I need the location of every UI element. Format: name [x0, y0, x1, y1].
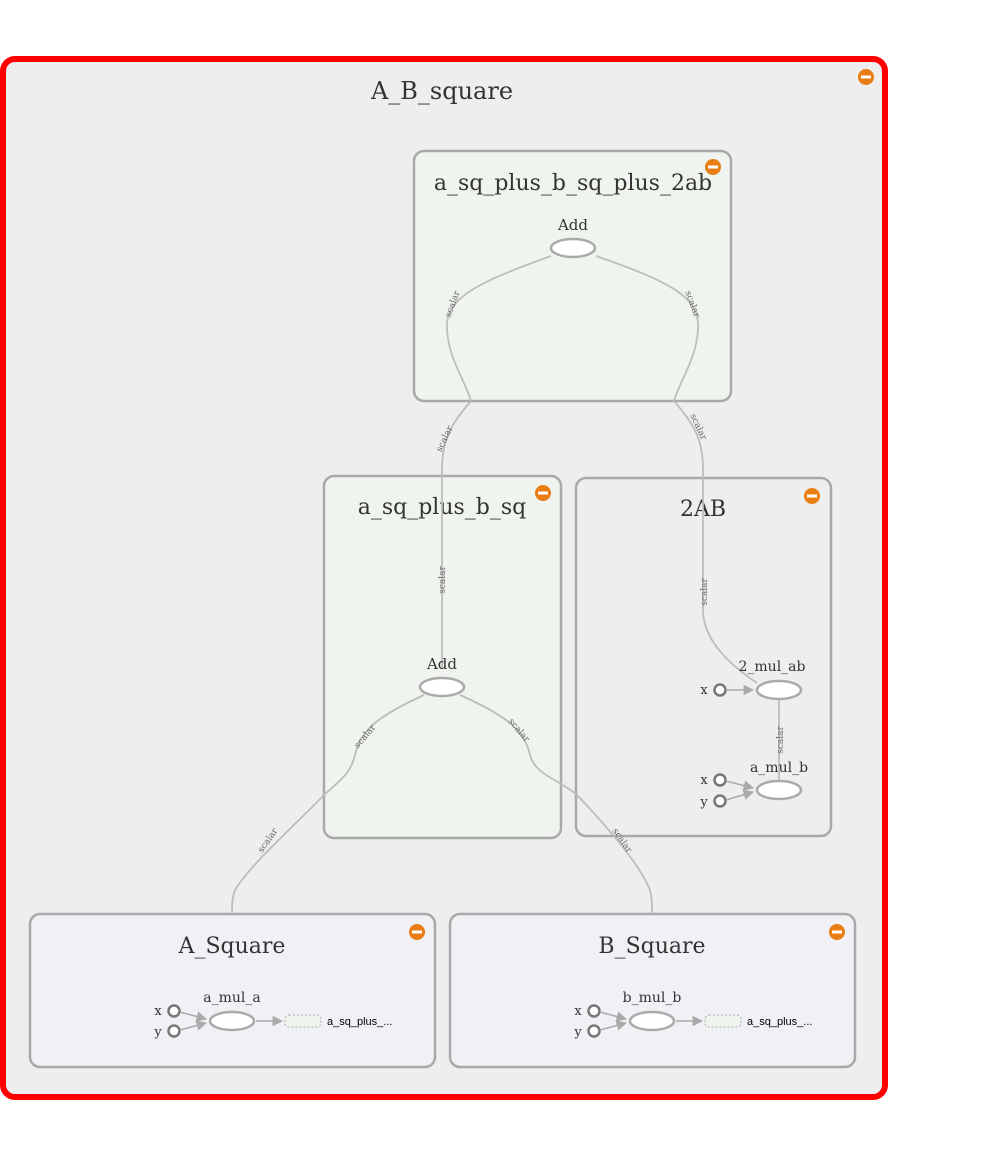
input-edge: [599, 1020, 628, 1031]
input-label-x: x: [154, 1004, 162, 1019]
op-node-b-mul-b[interactable]: [628, 1010, 676, 1032]
output-proxy-label: a_sq_plus_...: [747, 1016, 812, 1028]
op-node-2-mul-ab[interactable]: [755, 679, 803, 701]
op-node-add-top[interactable]: [549, 237, 597, 259]
input-port-x[interactable]: [713, 683, 727, 697]
op-label-a-mul-a: a_mul_a: [203, 990, 260, 1006]
input-edge: [179, 1020, 208, 1031]
input-port-x[interactable]: [713, 773, 727, 787]
edge-mid-to-a-square: [231, 794, 325, 915]
edge-label-scalar: scalar: [700, 578, 710, 606]
group-title-a-b-square: A_B_square: [370, 77, 513, 105]
group-title-b-square: B_Square: [598, 934, 705, 959]
input-label-y: y: [573, 1025, 582, 1040]
group-title-a-sq-plus-b-sq-plus-2ab: a_sq_plus_b_sq_plus_2ab: [434, 171, 712, 196]
input-label-x: x: [700, 683, 708, 698]
output-proxy-label: a_sq_plus_...: [327, 1016, 392, 1028]
edge-mid-add-right: [459, 694, 578, 796]
input-port-x[interactable]: [167, 1004, 181, 1018]
input-edge: [725, 780, 755, 791]
input-port-y[interactable]: [167, 1024, 181, 1038]
input-label-y: y: [153, 1025, 162, 1040]
collapse-icon[interactable]: [705, 159, 721, 175]
op-label-add-mid: Add: [426, 655, 457, 673]
input-edge: [599, 1011, 628, 1022]
input-label-x: x: [700, 773, 708, 788]
input-edge: [179, 1011, 208, 1022]
group-title-a-square: A_Square: [178, 934, 286, 959]
edge-top-add-right: [595, 255, 699, 402]
edge-top-to-mid-left: [441, 400, 472, 668]
edge-top-to-2-mul-ab: [673, 400, 758, 684]
collapse-icon[interactable]: [829, 924, 845, 940]
input-label-y: y: [699, 795, 708, 810]
edge-mid-to-b-square: [576, 794, 653, 915]
edge-mid-add-left: [323, 694, 425, 796]
input-port-x[interactable]: [587, 1004, 601, 1018]
edge-label-scalar: scalar: [438, 566, 448, 594]
edge-label-scalar: scalar: [776, 726, 786, 754]
input-port-y[interactable]: [713, 794, 727, 808]
edge-top-add-left: [446, 255, 552, 402]
collapse-icon[interactable]: [804, 488, 820, 504]
op-label-b-mul-b: b_mul_b: [623, 990, 682, 1006]
output-proxy-node[interactable]: [284, 1014, 322, 1028]
input-port-y[interactable]: [587, 1024, 601, 1038]
collapse-icon[interactable]: [409, 924, 425, 940]
collapse-icon[interactable]: [535, 485, 551, 501]
op-node-add-mid[interactable]: [418, 676, 466, 698]
op-node-a-mul-b[interactable]: [755, 779, 803, 801]
op-label-a-mul-b: a_mul_b: [750, 760, 808, 776]
group-a-square[interactable]: A_Square: [28, 912, 437, 1069]
group-a-sq-plus-b-sq-plus-2ab[interactable]: a_sq_plus_b_sq_plus_2ab: [412, 149, 733, 403]
op-label-2-mul-ab: 2_mul_ab: [739, 659, 806, 675]
op-label-add-top: Add: [557, 216, 588, 234]
input-label-x: x: [574, 1004, 582, 1019]
input-edge: [725, 789, 755, 801]
output-proxy-node[interactable]: [704, 1014, 742, 1028]
collapse-icon[interactable]: [858, 69, 874, 85]
op-node-a-mul-a[interactable]: [208, 1010, 256, 1032]
